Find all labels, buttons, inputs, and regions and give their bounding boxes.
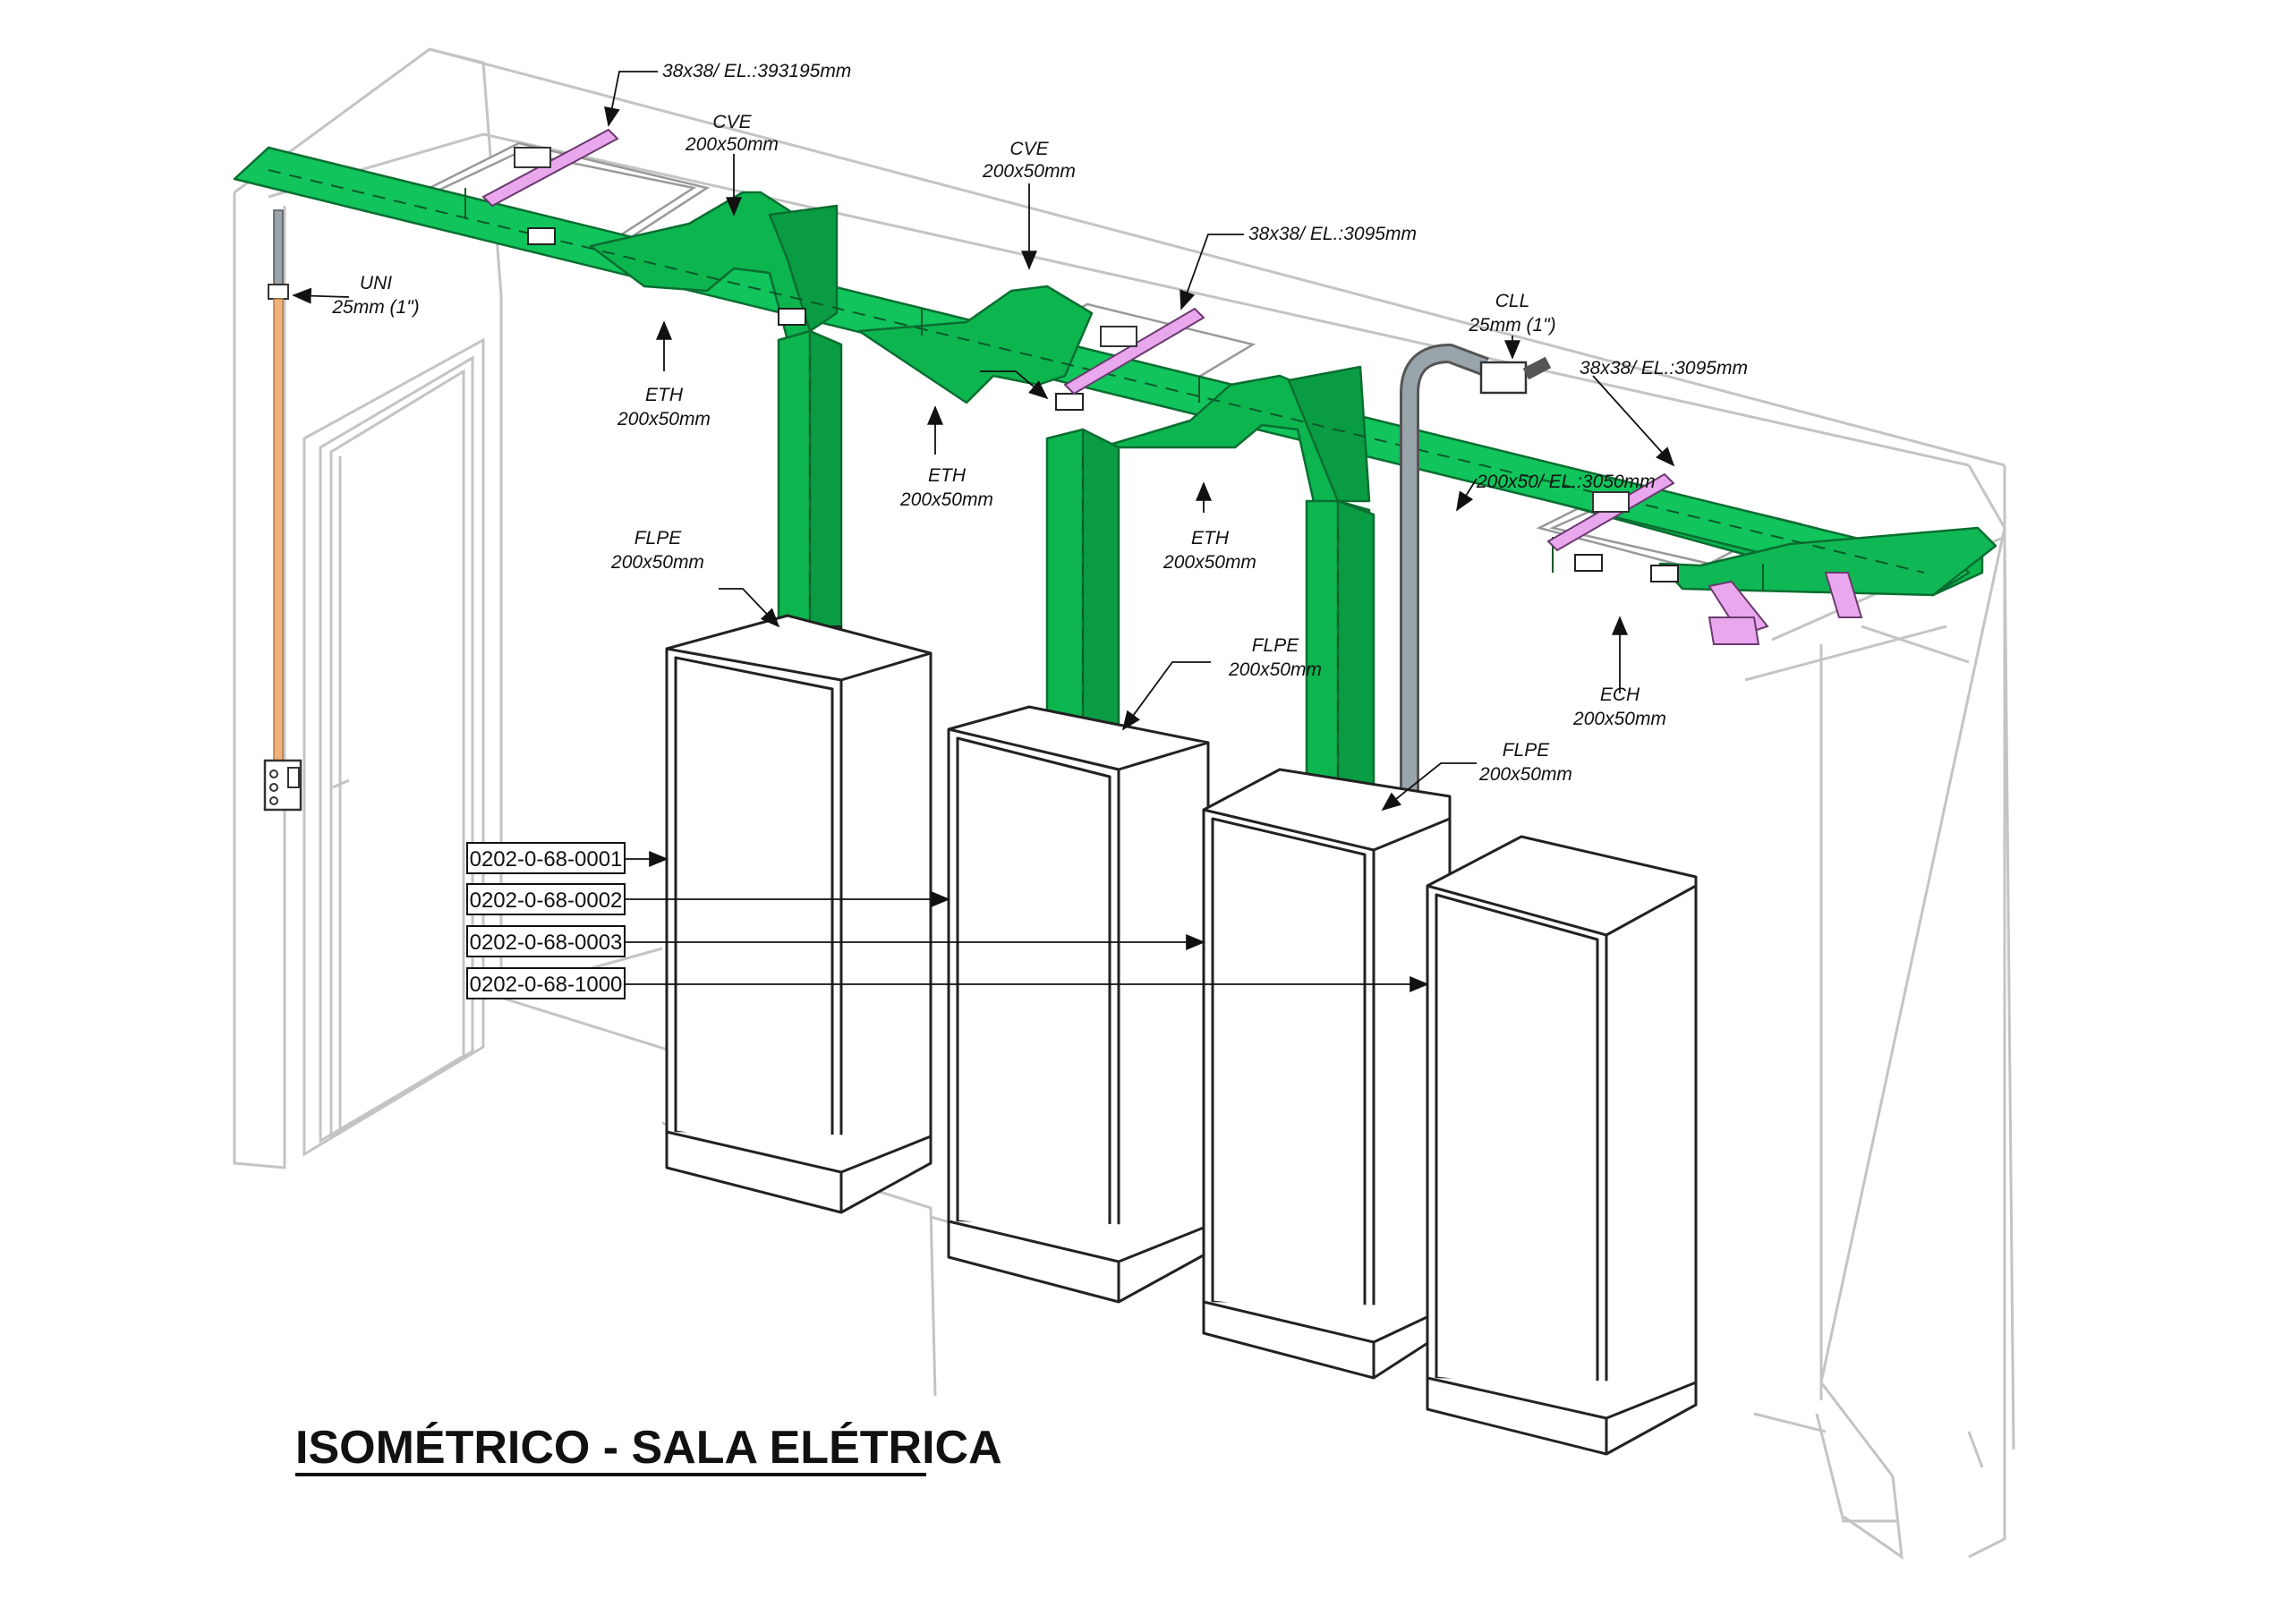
label-flpe-3-size: 200x50mm xyxy=(1478,764,1572,785)
pink-supports xyxy=(481,128,1863,645)
label-eth-1-size: 200x50mm xyxy=(617,409,711,429)
leader-lines xyxy=(292,71,1675,992)
door xyxy=(302,337,485,1157)
label-cve-2-name: CVE xyxy=(1009,139,1049,159)
tray-cve-2 xyxy=(857,285,1094,404)
equipment-tag-3: 0202-0-68-0003 xyxy=(470,931,623,955)
label-cve-1-name: CVE xyxy=(712,112,752,132)
label-cll-size: 25mm (1") xyxy=(1468,315,1555,336)
equipment-tag-1: 0202-0-68-0001 xyxy=(470,847,623,872)
cabinets xyxy=(665,614,1698,1456)
cabinet-4 xyxy=(1426,835,1698,1456)
annotations: 38x38/ EL.:393195mm CVE 200x50mm CVE 200… xyxy=(331,61,1748,785)
label-support-2: 38x38/ EL.:3095mm xyxy=(1248,224,1417,244)
support-5 xyxy=(1824,572,1863,618)
orange-conduit xyxy=(263,209,302,812)
label-flpe-1-size: 200x50mm xyxy=(610,552,704,573)
label-flpe-2-size: 200x50mm xyxy=(1228,659,1322,680)
label-tray-1: 200x50/ EL.:3050mm xyxy=(1476,472,1656,492)
label-eth-3-size: 200x50mm xyxy=(1163,552,1256,573)
label-flpe-3-name: FLPE xyxy=(1503,740,1551,761)
label-support-1: 38x38/ EL.:393195mm xyxy=(662,61,851,81)
label-ech-size: 200x50mm xyxy=(1572,709,1666,729)
label-support-3: 38x38/ EL.:3095mm xyxy=(1580,358,1748,378)
label-uni-size: 25mm (1") xyxy=(331,297,419,318)
page-title: ISOMÉTRICO - SALA ELÉTRICA xyxy=(295,1422,1002,1474)
label-flpe-1-name: FLPE xyxy=(634,528,683,548)
label-eth-3-name: ETH xyxy=(1191,528,1230,548)
support-2 xyxy=(1063,307,1205,395)
label-ech-name: ECH xyxy=(1600,684,1640,705)
label-uni-name: UNI xyxy=(360,273,392,293)
equipment-tag-4: 0202-0-68-1000 xyxy=(470,973,623,997)
equipment-tag-2: 0202-0-68-0002 xyxy=(470,889,623,913)
label-eth-2-size: 200x50mm xyxy=(899,489,993,510)
equipment-tags: 0202-0-68-0001 0202-0-68-0002 0202-0-68-… xyxy=(466,842,626,999)
cabinet-3 xyxy=(1202,768,1452,1380)
cabinet-2 xyxy=(947,705,1210,1304)
label-eth-2-name: ETH xyxy=(928,465,967,486)
cabinet-1 xyxy=(665,614,933,1214)
label-cve-2-size: 200x50mm xyxy=(982,161,1076,182)
label-cll-name: CLL xyxy=(1495,291,1530,311)
label-cve-1-size: 200x50mm xyxy=(685,134,779,155)
label-flpe-2-name: FLPE xyxy=(1252,635,1300,656)
label-eth-1-name: ETH xyxy=(645,385,684,405)
gray-conduit xyxy=(1400,343,1552,810)
drawing-title: ISOMÉTRICO - SALA ELÉTRICA xyxy=(295,1422,1002,1476)
